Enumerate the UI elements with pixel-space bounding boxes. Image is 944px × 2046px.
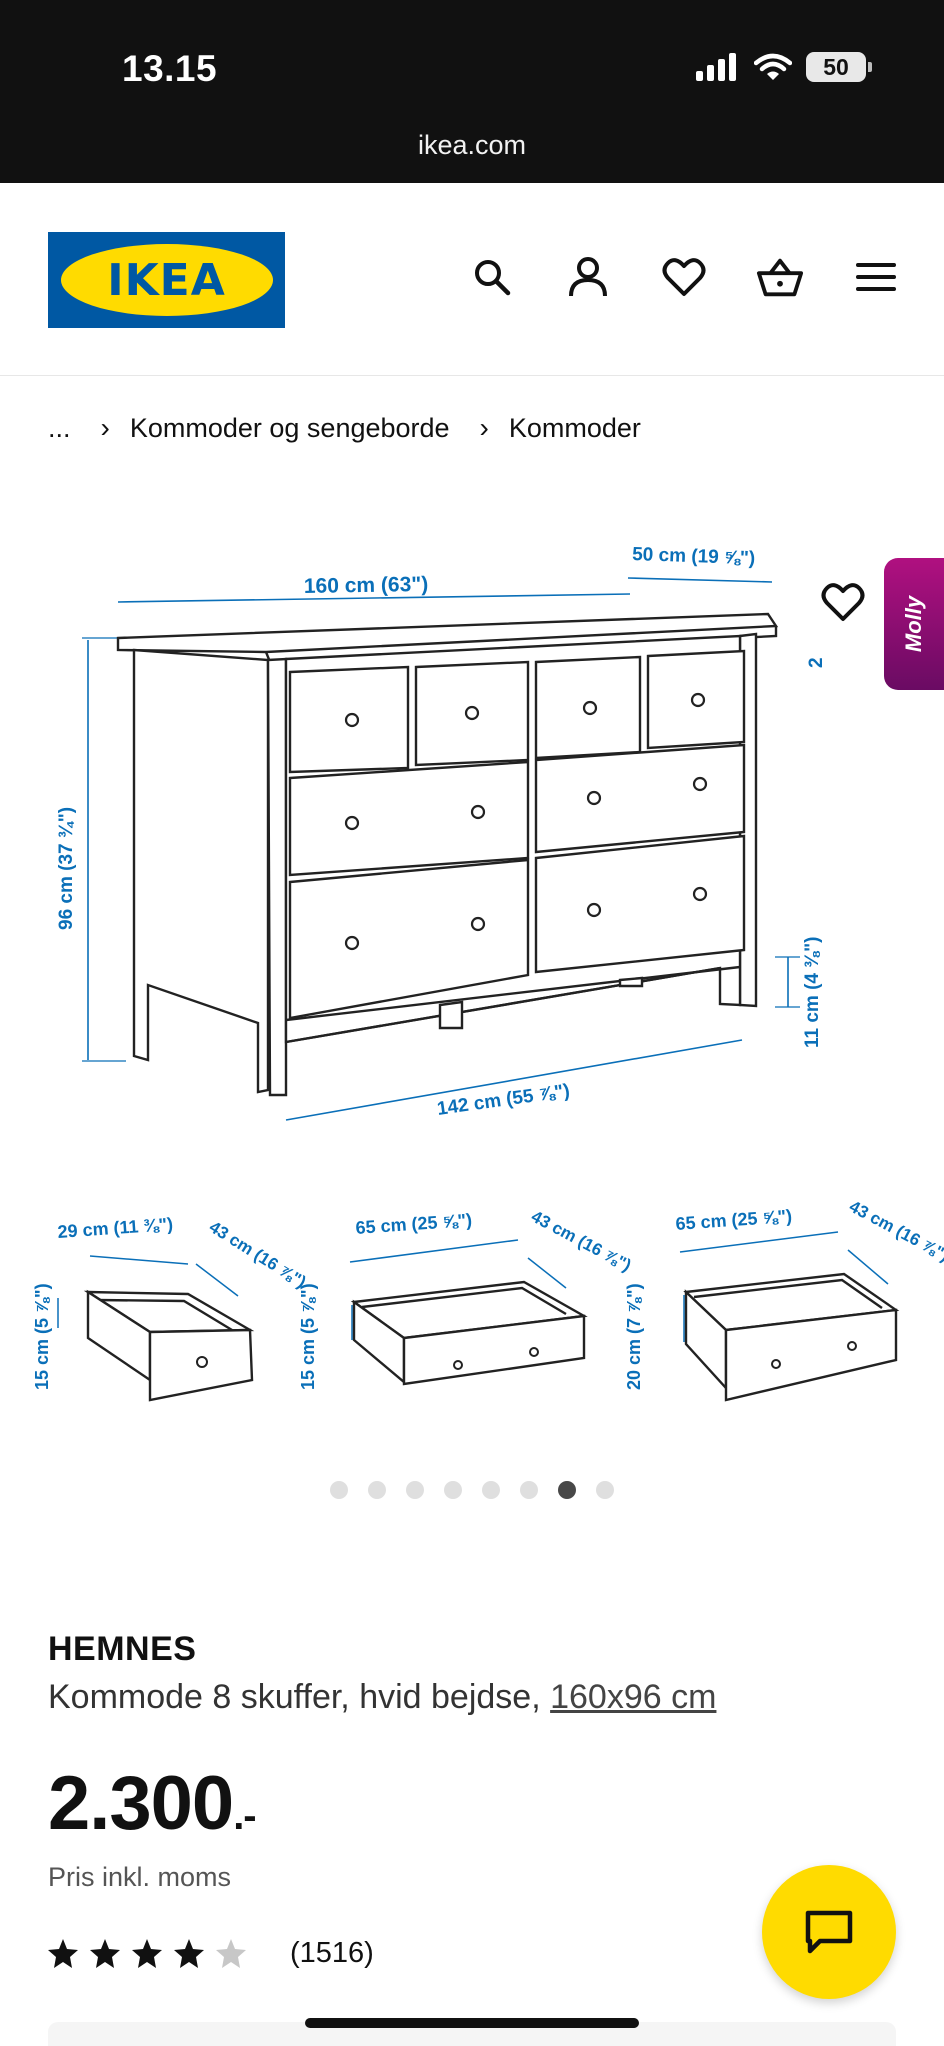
chat-bubble-icon — [805, 1910, 853, 1954]
logo-text: IKEA — [107, 254, 226, 306]
knob-icons — [344, 692, 708, 951]
heart-icon — [662, 258, 706, 296]
carousel-dot[interactable] — [482, 1481, 500, 1499]
carousel-dot[interactable] — [406, 1481, 424, 1499]
url-bar[interactable]: ikea.com — [417, 130, 527, 160]
status-icons: 50 — [696, 52, 872, 82]
carousel-indicator — [0, 1481, 944, 1499]
drawer2-depth-label: 43 cm (16 ⅞") — [528, 1207, 634, 1275]
molly-label: Molly — [900, 595, 926, 653]
drawer3-width-label: 65 cm (25 ⅝") — [675, 1206, 793, 1234]
product-dimension-image[interactable]: 160 cm (63") 50 cm (19 ⅝") 96 cm (37 ¾")… — [0, 520, 944, 1420]
drawer1-depth-label: 43 cm (16 ⅞") — [206, 1217, 309, 1291]
dim-depth-label: 50 cm (19 ⅝") — [632, 544, 756, 569]
dim-inner-width-label: 142 cm (55 ⅞") — [436, 1081, 571, 1120]
wifi-icon — [754, 53, 792, 80]
status-bar: 13.15 50 ikea.com — [0, 0, 944, 183]
chevron-right-icon: › — [479, 412, 489, 443]
price-vat-note: Pris inkl. moms — [48, 1862, 232, 1892]
molly-assistant-tab[interactable]: Molly — [884, 558, 944, 690]
review-count: (1516) — [290, 1936, 374, 1969]
search-button[interactable] — [468, 253, 516, 301]
breadcrumb: ... › Kommoder og sengeborde › Kommoder — [48, 412, 641, 444]
account-icon — [569, 257, 607, 297]
logo-oval: IKEA — [60, 244, 273, 316]
basket-button[interactable] — [756, 253, 804, 301]
site-header: IKEA — [0, 183, 944, 376]
menu-button[interactable] — [852, 253, 900, 301]
status-time: 13.15 — [122, 48, 218, 89]
carousel-dot[interactable] — [368, 1481, 386, 1499]
menu-icon — [856, 263, 896, 291]
home-indicator[interactable] — [305, 2018, 639, 2028]
drawer3-depth-label: 43 cm (16 ⅞") — [846, 1197, 944, 1265]
drawer-small-illustration: 29 cm (11 ⅜") 43 cm (16 ⅞") 15 cm (5 ⅞") — [32, 1214, 309, 1402]
account-button[interactable] — [564, 253, 612, 301]
drawer-large-illustration: 65 cm (25 ⅝") 43 cm (16 ⅞") 20 cm (7 ⅞") — [624, 1197, 944, 1402]
dim-side-label: 2 — [806, 657, 827, 668]
carousel-dot[interactable] — [330, 1481, 348, 1499]
drawer1-height-label: 15 cm (5 ⅞") — [32, 1283, 52, 1390]
drawer3-height-label: 20 cm (7 ⅞") — [624, 1283, 644, 1390]
drawer-medium-illustration: 65 cm (25 ⅝") 43 cm (16 ⅞") 15 cm (5 ⅞") — [298, 1207, 634, 1390]
drawer1-width-label: 29 cm (11 ⅜") — [57, 1214, 174, 1242]
dim-width-label: 160 cm (63") — [304, 573, 429, 598]
header-actions — [468, 253, 900, 301]
drawer2-width-label: 65 cm (25 ⅝") — [355, 1210, 473, 1238]
price-value: 2.300 — [48, 1761, 234, 1846]
basket-icon — [756, 258, 804, 297]
battery-level: 50 — [823, 53, 849, 80]
drawer2-height-label: 15 cm (5 ⅞") — [298, 1283, 318, 1390]
carousel-dot[interactable] — [520, 1481, 538, 1499]
product-price: 2.300.- — [48, 1760, 257, 1847]
breadcrumb-ellipsis[interactable]: ... — [48, 412, 71, 443]
ikea-logo[interactable]: IKEA — [48, 232, 285, 328]
chat-button[interactable] — [762, 1865, 896, 1999]
chevron-right-icon: › — [100, 412, 110, 443]
product-size-link[interactable]: 160x96 cm — [550, 1678, 717, 1716]
signal-icon — [696, 53, 736, 81]
breadcrumb-item-kommoder[interactable]: Kommoder — [508, 412, 641, 443]
product-name: HEMNES — [48, 1630, 197, 1668]
star-rating-icon — [48, 1939, 246, 1968]
heart-icon — [821, 583, 865, 621]
dim-height-label: 96 cm (37 ¾") — [56, 807, 77, 930]
breadcrumb-item-kommoder-og-sengeborde[interactable]: Kommoder og sengeborde — [129, 412, 450, 443]
battery-icon: 50 — [806, 52, 872, 82]
product-description: Kommode 8 skuffer, hvid bejdse, 160x96 c… — [48, 1678, 716, 1717]
carousel-dot[interactable] — [444, 1481, 462, 1499]
carousel-dot[interactable] — [596, 1481, 614, 1499]
product-rating[interactable]: (1516) — [48, 1936, 374, 1970]
search-icon — [475, 260, 511, 296]
price-suffix: .- — [233, 1794, 256, 1838]
favourites-button[interactable] — [660, 253, 708, 301]
dresser-illustration — [116, 612, 779, 1097]
carousel-dot-active[interactable] — [558, 1481, 576, 1499]
add-to-favourites-button[interactable] — [816, 575, 870, 629]
product-description-text: Kommode 8 skuffer, hvid bejdse, — [48, 1678, 541, 1716]
dim-leg-height-label: 11 cm (4 ⅜") — [802, 937, 823, 1048]
